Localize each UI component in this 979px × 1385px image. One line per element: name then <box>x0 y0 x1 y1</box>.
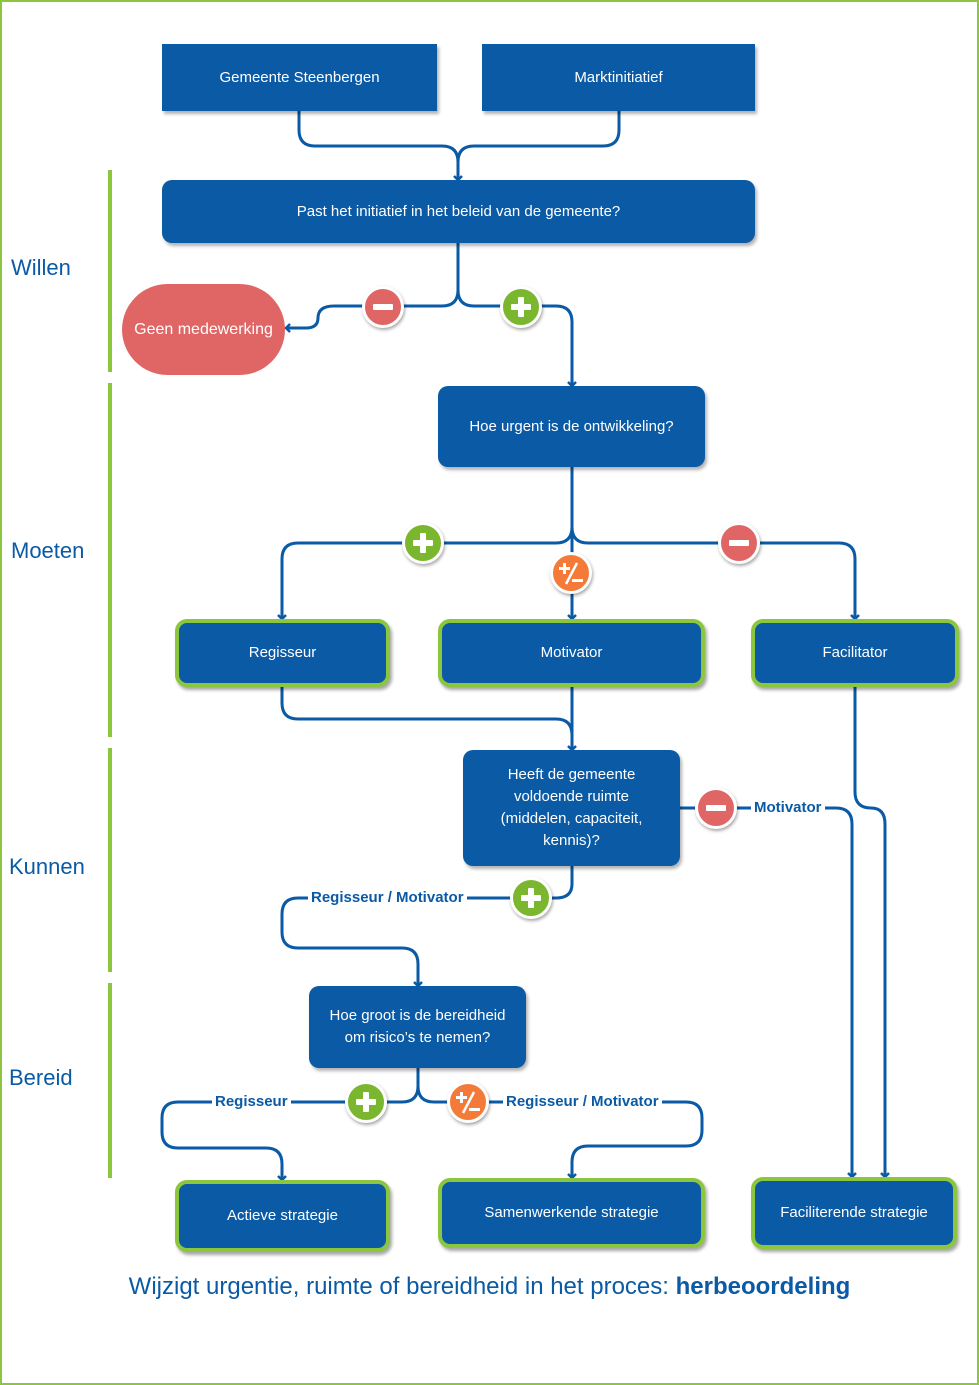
source-gemeente-label: Gemeente Steenbergen <box>219 68 380 86</box>
source-markt-label: Marktinitiatief <box>574 68 663 86</box>
role-motivator-box: Motivator <box>438 619 705 687</box>
question-risico-line: om risico’s te nemen? <box>344 1029 491 1046</box>
outcome-geen-medewerking: Geen medewerking <box>122 284 285 375</box>
edge-label-ruimte-plus: Regisseur / Motivator <box>308 888 467 908</box>
plus-icon <box>402 522 444 564</box>
strategy-faciliterend-box: Faciliterende strategie <box>751 1177 957 1249</box>
plus-icon <box>345 1081 387 1123</box>
plus-minus-icon <box>447 1081 489 1123</box>
question-ruimte-line: kennis)? <box>543 832 600 849</box>
question-ruimte-line: voldoende ruimte <box>513 788 630 805</box>
phase-willen: Willen <box>11 255 71 280</box>
question-ruimte-text: Heeft de gemeente voldoende ruimte (midd… <box>501 764 643 852</box>
plus-icon <box>510 877 552 919</box>
strategy-samen-box: Samenwerkende strategie <box>438 1178 705 1248</box>
question-urgent-box: Hoe urgent is de ontwikkeling? <box>438 386 705 467</box>
footer-text: Wijzigt urgentie, ruimte of bereidheid i… <box>128 1273 669 1300</box>
minus-icon <box>362 286 404 328</box>
phase-kunnen: Kunnen <box>9 854 85 879</box>
question-risico-box: Hoe groot is de bereidheid om risico’s t… <box>309 986 526 1068</box>
edge-label-risico-pm: Regisseur / Motivator <box>503 1092 662 1112</box>
source-gemeente-box: Gemeente Steenbergen <box>162 44 437 111</box>
plus-icon <box>500 286 542 328</box>
role-facilitator-label: Facilitator <box>822 644 888 661</box>
edge-label-ruimte-min: Motivator <box>751 798 825 818</box>
strategy-actief-label: Actieve strategie <box>227 1207 338 1224</box>
question-beleid-label: Past het initiatief in het beleid van de… <box>296 202 621 220</box>
question-ruimte-line: (middelen, capaciteit, <box>500 810 643 827</box>
footer-note: Wijzigt urgentie, ruimte of bereidheid i… <box>0 1273 979 1301</box>
question-risico-line: Hoe groot is de bereidheid <box>329 1007 506 1024</box>
question-ruimte-box: Heeft de gemeente voldoende ruimte (midd… <box>463 750 680 866</box>
role-motivator-label: Motivator <box>540 644 603 661</box>
strategy-samen-label: Samenwerkende strategie <box>484 1204 659 1221</box>
strategy-actief-box: Actieve strategie <box>175 1180 390 1252</box>
footer-bold: herbeoordeling <box>675 1273 851 1300</box>
question-beleid-box: Past het initiatief in het beleid van de… <box>162 180 755 243</box>
phase-bereid: Bereid <box>9 1065 73 1090</box>
phase-moeten: Moeten <box>11 538 85 563</box>
plus-minus-icon <box>550 552 592 594</box>
role-regisseur-label: Regisseur <box>248 644 317 661</box>
role-regisseur-box: Regisseur <box>175 619 390 687</box>
minus-icon <box>718 522 760 564</box>
question-risico-text: Hoe groot is de bereidheid om risico’s t… <box>330 1005 506 1049</box>
question-urgent-label: Hoe urgent is de ontwikkeling? <box>469 417 674 435</box>
role-facilitator-box: Facilitator <box>751 619 959 687</box>
question-ruimte-line: Heeft de gemeente <box>507 766 636 783</box>
source-markt-box: Marktinitiatief <box>482 44 755 111</box>
strategy-faciliterend-label: Faciliterende strategie <box>780 1204 928 1221</box>
minus-icon <box>695 787 737 829</box>
outcome-geen-label: Geen medewerking <box>134 320 273 338</box>
edge-label-risico-plus: Regisseur <box>212 1092 291 1112</box>
